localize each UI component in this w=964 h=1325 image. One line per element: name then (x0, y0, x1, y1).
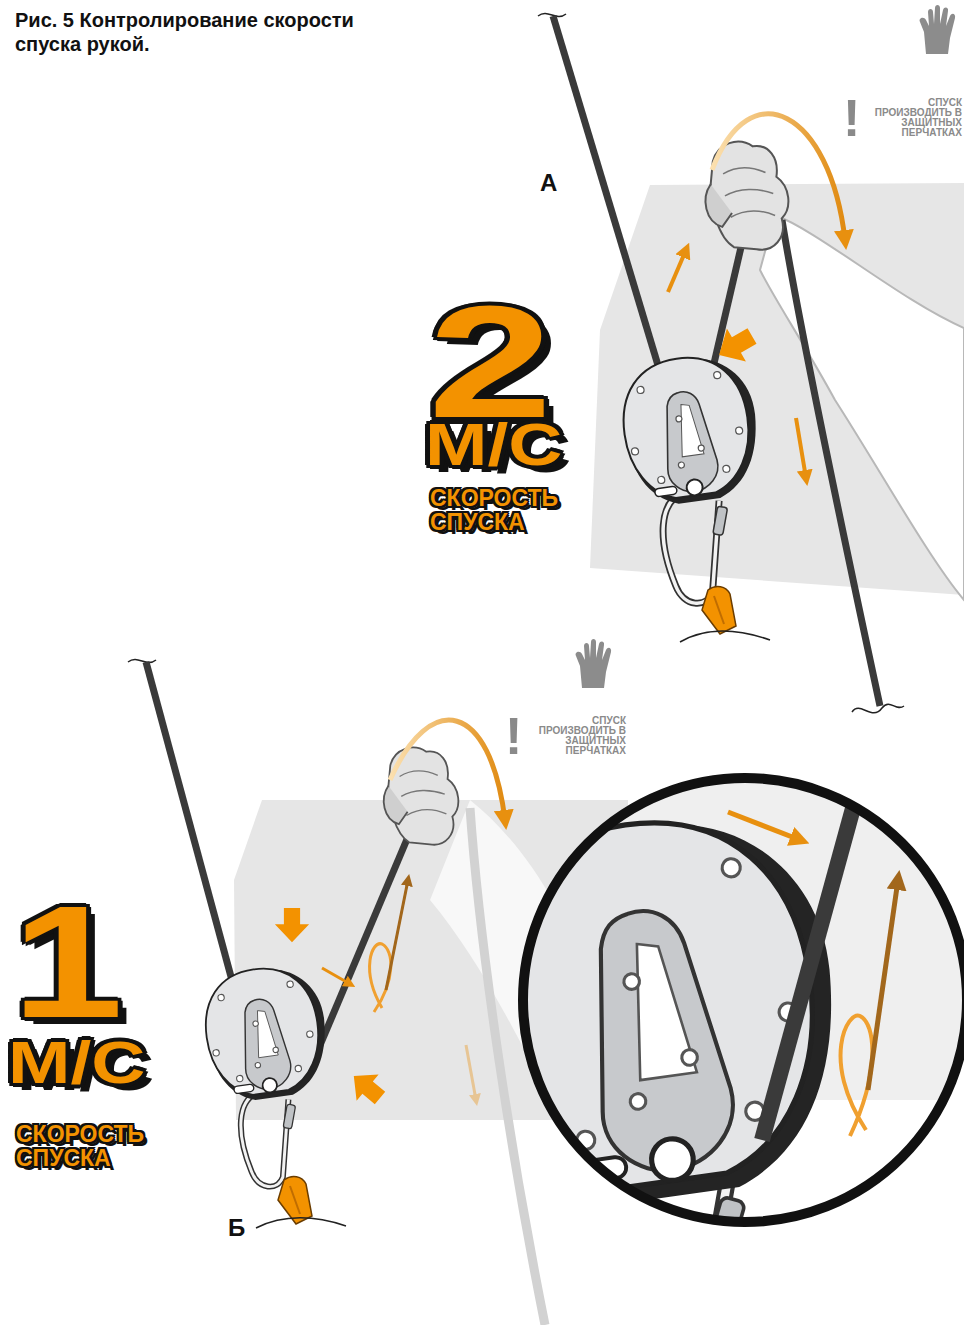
warning-note: СПУСК ПРОИЗВОДИТЬ В ЗАЩИТНЫХ ПЕРЧАТКАХ (526, 716, 626, 756)
speed-value: 1 (12, 890, 123, 1034)
speed-caption: СКОРОСТЬ СПУСКА (16, 1122, 166, 1170)
speed-unit: М/С (425, 418, 562, 472)
warning-mark: ! (843, 92, 860, 144)
warning-note: СПУСК ПРОИЗВОДИТЬ В ЗАЩИТНЫХ ПЕРЧАТКАХ (862, 98, 962, 138)
panel-letter: А (540, 170, 557, 195)
panel-letter: Б (228, 1215, 245, 1240)
figure-title: Рис. 5 Контролирование скорости спуска р… (15, 8, 405, 56)
speed-value: 2 (428, 290, 553, 434)
speed-unit: М/С (8, 1036, 145, 1090)
speed-caption: СКОРОСТЬ СПУСКА (430, 486, 580, 534)
warning-mark: ! (505, 710, 522, 762)
